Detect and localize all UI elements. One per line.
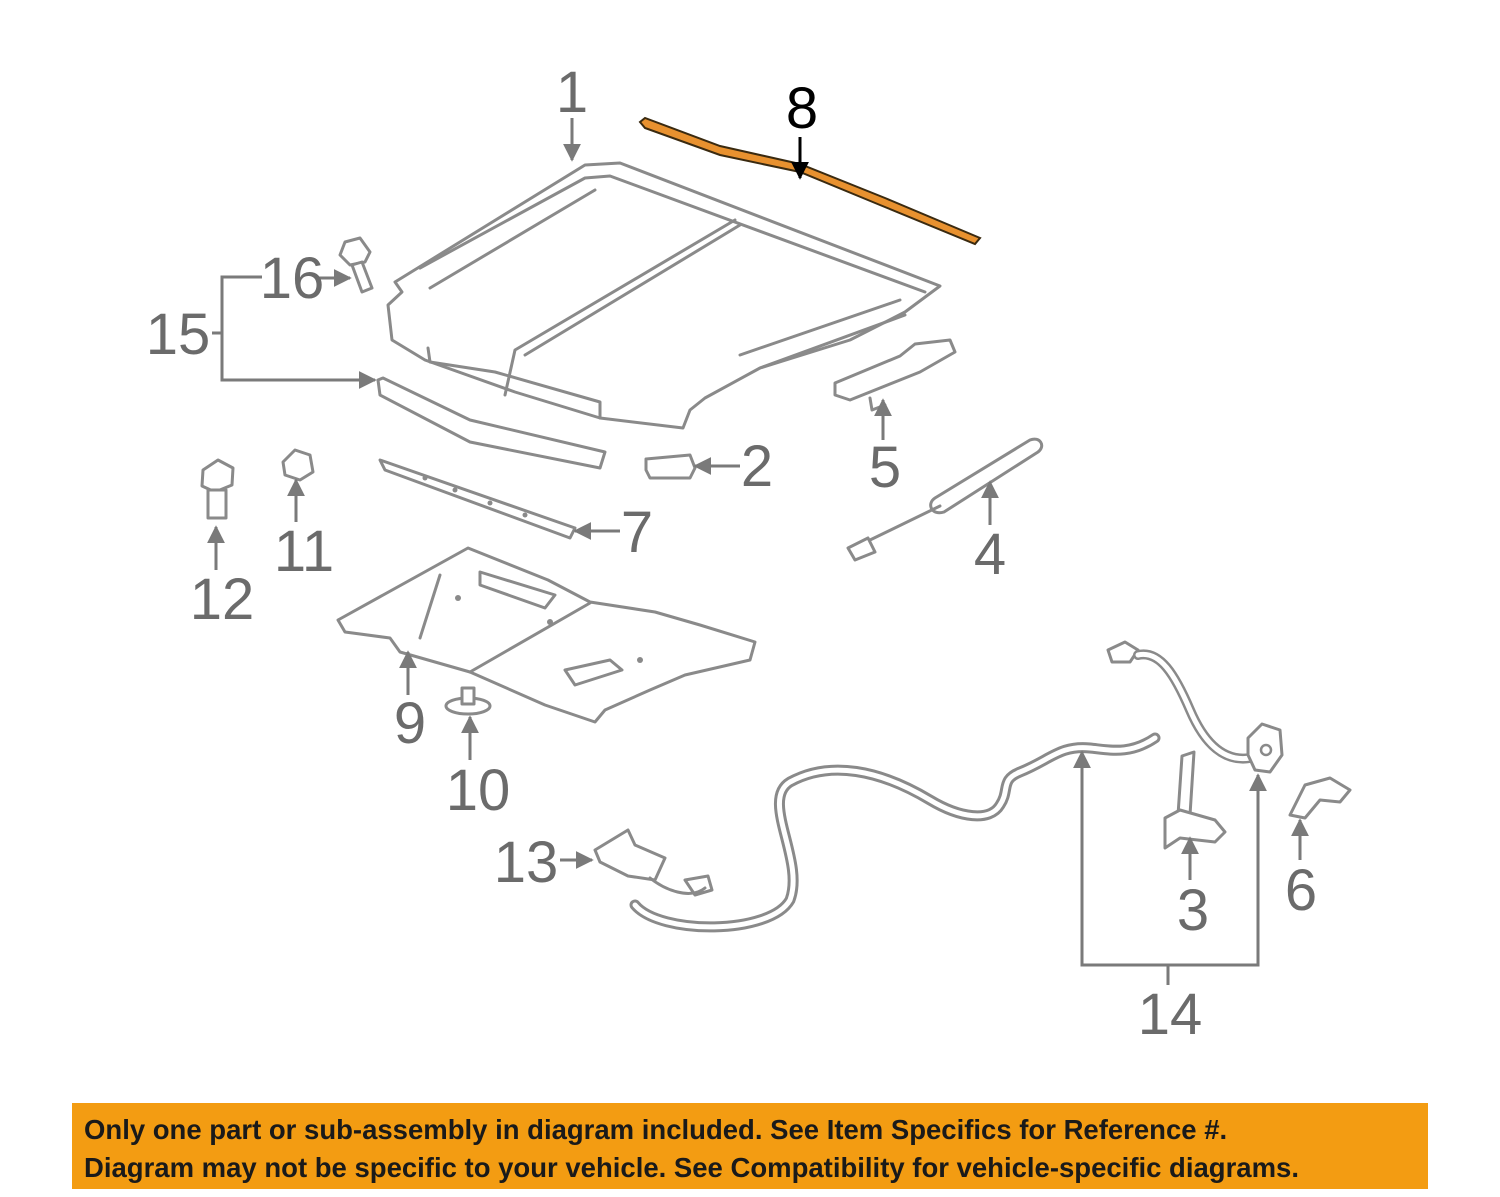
clip-11-part bbox=[281, 448, 315, 482]
callout-2: 2 bbox=[741, 434, 773, 499]
callout-5: 5 bbox=[869, 435, 901, 500]
hinge-part bbox=[833, 338, 957, 412]
insulator-part bbox=[336, 546, 757, 724]
callout-3: 3 bbox=[1177, 878, 1209, 943]
callout-15: 15 bbox=[146, 302, 211, 367]
callout-16: 16 bbox=[260, 246, 325, 311]
push-pin-part bbox=[444, 686, 492, 716]
hood-part bbox=[386, 161, 942, 430]
lift-support-part bbox=[846, 437, 1044, 562]
latch-cable-part bbox=[1106, 640, 1284, 774]
callout-6: 6 bbox=[1285, 858, 1317, 923]
disclaimer-line-2: Diagram may not be specific to your vehi… bbox=[84, 1152, 1299, 1183]
bracket-6-part bbox=[1288, 776, 1352, 820]
release-cable-part bbox=[593, 732, 1161, 933]
callout-10: 10 bbox=[446, 758, 511, 823]
weatherstrip-part bbox=[638, 116, 982, 246]
callout-11: 11 bbox=[274, 519, 334, 584]
callout-8: 8 bbox=[786, 76, 818, 141]
latch-rod-part bbox=[1163, 750, 1227, 850]
callout-1: 1 bbox=[556, 60, 588, 125]
callout-12: 12 bbox=[190, 567, 255, 632]
callout-14: 14 bbox=[1138, 982, 1203, 1047]
bolt-12-part bbox=[200, 458, 235, 520]
callout-9: 9 bbox=[394, 691, 426, 756]
callout-13: 13 bbox=[494, 830, 559, 895]
hood-front-panel-part bbox=[376, 376, 607, 470]
disclaimer-banner: Only one part or sub-assembly in diagram… bbox=[72, 1103, 1428, 1189]
leader-lines bbox=[207, 118, 1309, 985]
callout-7: 7 bbox=[621, 500, 653, 565]
disclaimer-line-1: Only one part or sub-assembly in diagram… bbox=[84, 1114, 1228, 1145]
callout-4: 4 bbox=[974, 522, 1006, 587]
bolt-16-part bbox=[338, 236, 374, 294]
front-seal-part bbox=[378, 458, 577, 540]
bumper-part bbox=[644, 453, 697, 480]
parts-diagram: 1 8 16 15 2 5 4 7 12 11 9 10 13 3 6 14 bbox=[146, 60, 1352, 1047]
